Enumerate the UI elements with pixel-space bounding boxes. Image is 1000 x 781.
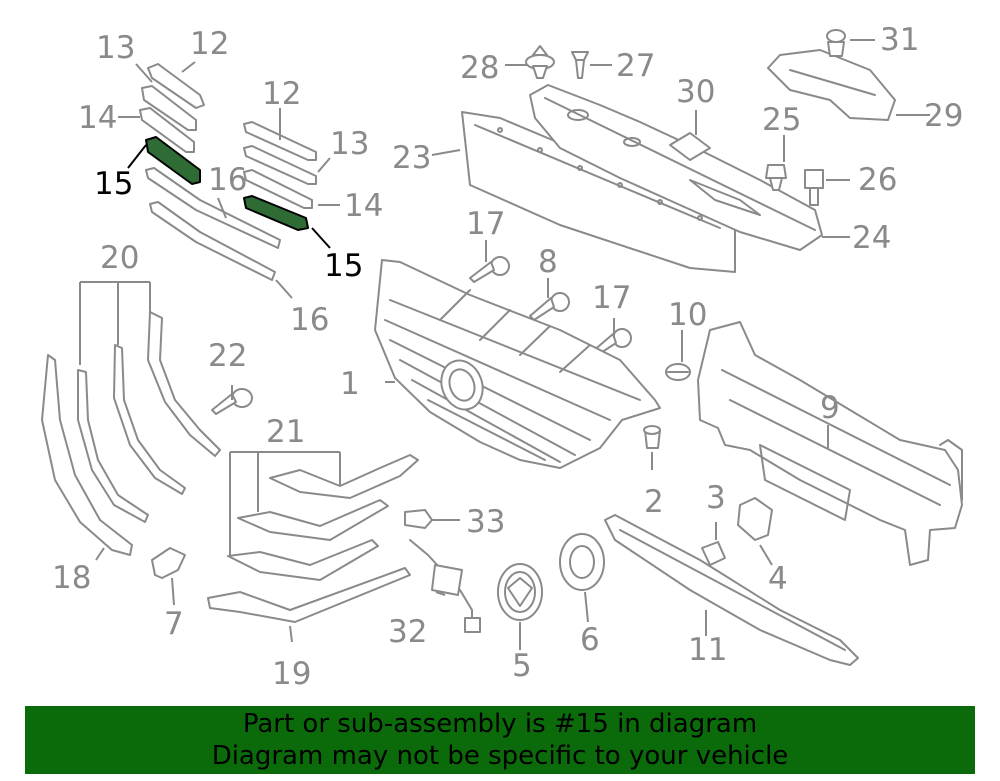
part-15-bar-highlighted-right [243, 195, 309, 231]
callout-8: 8 [538, 244, 558, 280]
callout-11: 11 [688, 632, 727, 668]
callout-12-left: 12 [190, 26, 229, 62]
callout-labels: 1 2 3 4 5 6 7 8 9 10 11 12 12 13 13 14 1… [52, 22, 963, 692]
part-27-pin [571, 51, 589, 79]
part-10-clip [665, 363, 691, 381]
callout-12-right: 12 [262, 76, 301, 112]
part-11-lower-bracket [604, 514, 859, 666]
part-16-bar-left-a [145, 167, 281, 249]
part-32-harness [409, 539, 481, 633]
callout-13-left: 13 [96, 30, 135, 66]
callout-32: 32 [388, 614, 427, 650]
part-17-screw-a [469, 256, 510, 283]
callout-15-right: 15 [324, 248, 363, 284]
callout-31: 31 [880, 22, 919, 58]
callout-17-upper: 17 [466, 206, 505, 242]
part-13-bar-left [141, 85, 197, 131]
callout-23: 23 [392, 140, 431, 176]
callout-5: 5 [512, 648, 532, 684]
banner-line-1: Part or sub-assembly is #15 in diagram [242, 709, 758, 739]
callout-20: 20 [100, 240, 139, 276]
callout-27: 27 [616, 48, 655, 84]
part-5-emblem [497, 563, 543, 621]
part-1-grille [374, 259, 661, 469]
callout-16-lower: 16 [290, 302, 329, 338]
parts-diagram: 1 2 3 4 5 6 7 8 9 10 11 12 12 13 13 14 1… [41, 22, 963, 692]
callout-16-upper: 16 [208, 162, 247, 198]
part-33-sensor [404, 509, 433, 529]
callout-17-lower: 17 [592, 280, 631, 316]
callout-13-right: 13 [330, 126, 369, 162]
part-25-clip [765, 164, 787, 191]
part-31-clip [826, 29, 846, 57]
part-8-screw [529, 292, 570, 321]
callout-2: 2 [644, 484, 664, 520]
part-30-pad [669, 132, 711, 161]
callout-10: 10 [668, 297, 707, 333]
part-19-molding [207, 567, 411, 623]
part-9-support [697, 321, 963, 566]
part-29-top-bracket [767, 49, 896, 121]
part-14-bar-right [243, 169, 313, 209]
callout-33: 33 [466, 504, 505, 540]
callout-26: 26 [858, 162, 897, 198]
part-7-bracket [151, 547, 186, 579]
callout-15-left: 15 [94, 166, 133, 202]
part-24-upper-bracket [529, 84, 823, 251]
callout-7: 7 [164, 606, 184, 642]
leader-lines-part-15 [127, 144, 331, 249]
callout-1: 1 [340, 366, 360, 402]
callout-18: 18 [52, 560, 91, 596]
part-23-upper-panel [461, 111, 736, 273]
part-2-clip [643, 425, 661, 449]
callout-21: 21 [266, 414, 305, 450]
part-28-clip [525, 45, 555, 79]
banner-line-2: Diagram may not be specific to your vehi… [211, 741, 789, 771]
part-6-base [559, 533, 605, 591]
part-16-bar-left-b [149, 201, 276, 281]
part-12-bar-right [243, 121, 317, 161]
callout-24: 24 [852, 220, 891, 256]
callout-14-left: 14 [78, 100, 117, 136]
callout-6: 6 [580, 622, 600, 658]
callout-25: 25 [762, 102, 801, 138]
part-13-bar-right [243, 145, 317, 185]
part-20-moldings [77, 311, 221, 523]
callout-14-right: 14 [344, 188, 383, 224]
callout-30: 30 [676, 74, 715, 110]
part-18-molding [41, 354, 133, 556]
part-4-bracket [737, 497, 773, 541]
callout-9: 9 [820, 390, 840, 426]
part-21-moldings [227, 454, 419, 581]
part-12-bar-left [147, 63, 205, 109]
callout-28: 28 [460, 50, 499, 86]
part-26-bolt [804, 169, 824, 206]
info-banner: Part or sub-assembly is #15 in diagram D… [25, 706, 975, 774]
part-15-bar-highlighted-left [145, 136, 201, 185]
callout-22: 22 [208, 338, 247, 374]
part-3-block [701, 541, 726, 566]
callout-19: 19 [272, 656, 311, 692]
part-14-bar-left [139, 107, 195, 153]
callout-3: 3 [706, 480, 726, 516]
callout-29: 29 [924, 98, 963, 134]
leader-lines [79, 39, 930, 650]
callout-4: 4 [768, 561, 788, 597]
